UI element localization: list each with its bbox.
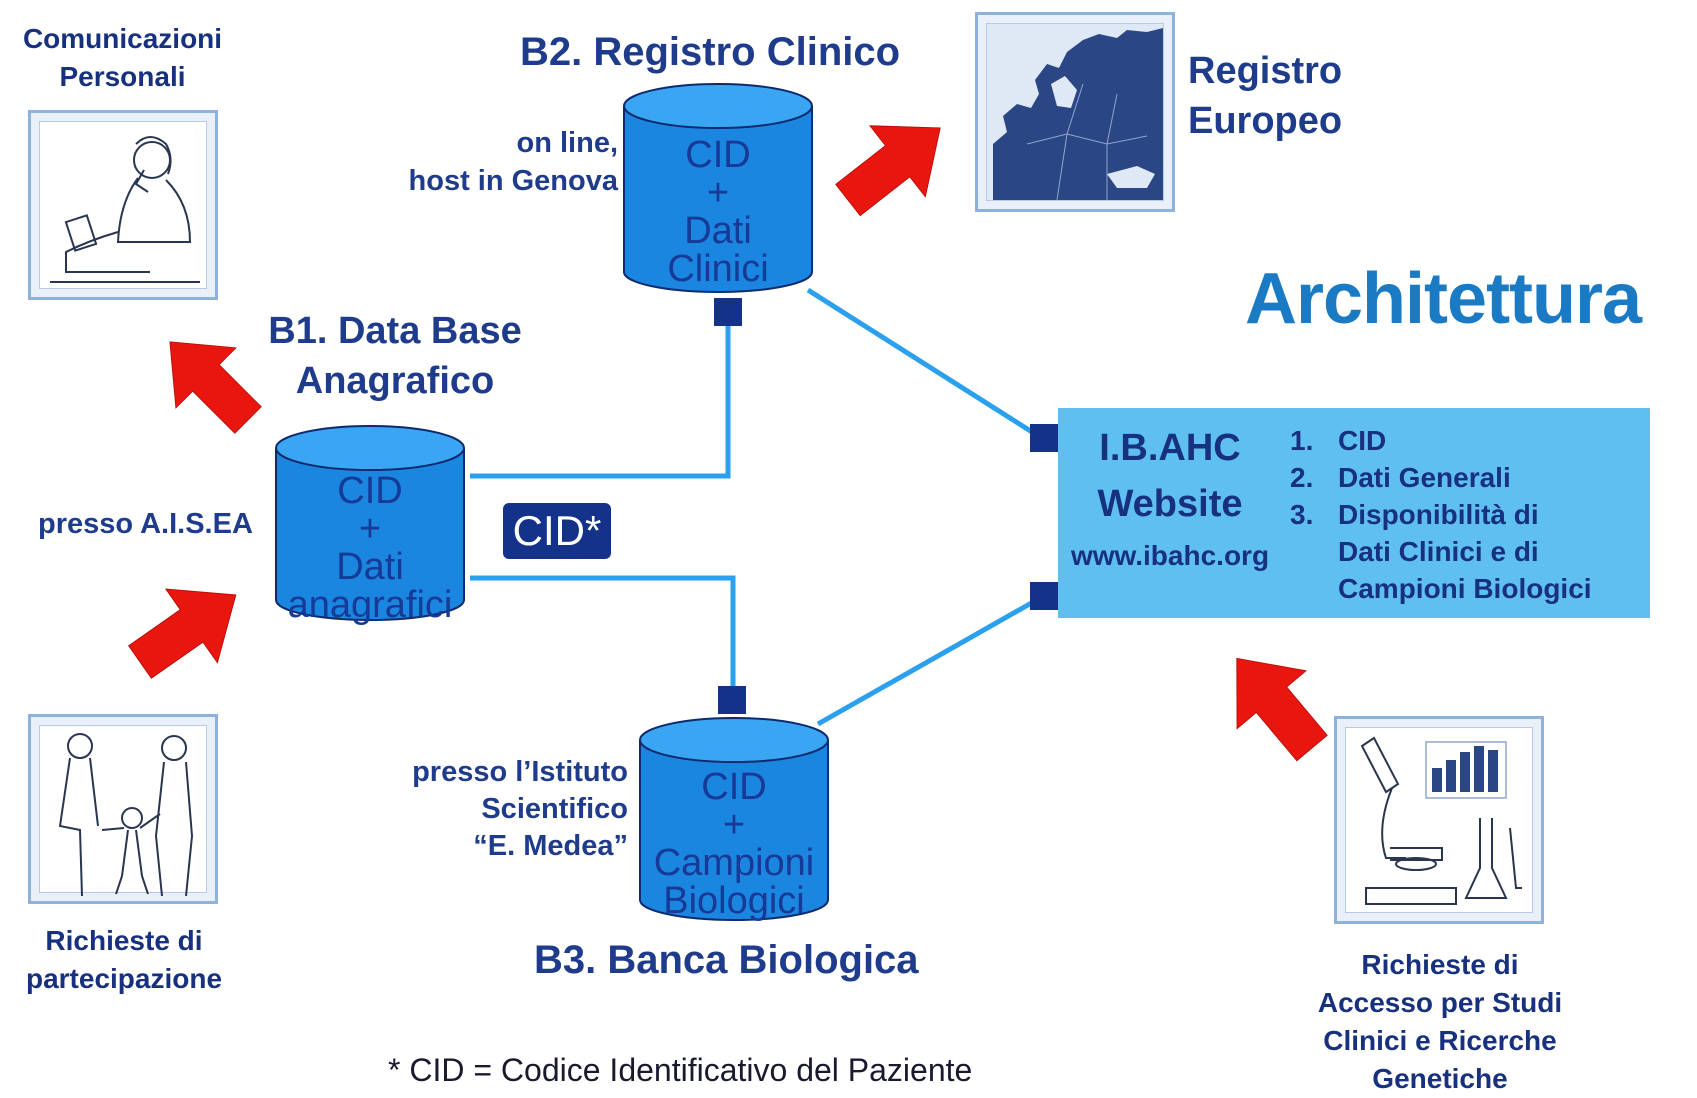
website-box — [1058, 408, 1650, 618]
family-icon — [28, 714, 218, 904]
red-arrow-icon — [169, 341, 262, 434]
connector-node-b3 — [718, 686, 746, 714]
connector-b1-b2 — [470, 312, 731, 479]
list-item: 3. Disponibilità di — [1290, 499, 1539, 530]
connector-b1-b3 — [470, 575, 736, 700]
website-name: I.B.AHC Website — [1097, 427, 1243, 525]
connector-node-website-bottom — [1030, 582, 1058, 610]
person-phone-icon — [28, 110, 218, 300]
cid-tag: CID* — [503, 503, 611, 559]
b2-heading: B2. Registro Clinico — [520, 30, 901, 74]
cylinder-b1 — [275, 425, 465, 621]
cylinder-b2 — [623, 83, 813, 293]
european-registry-label: Registro Europeo — [1188, 50, 1343, 142]
europe-map-icon — [975, 12, 1175, 212]
cylinder-b2-label: CID + Dati Clinici — [667, 134, 769, 290]
website-items: 1. CID 2. Dati Generali 3. Disponibilità… — [1290, 422, 1592, 607]
connector-node-website-top — [1030, 424, 1058, 452]
b2-location: on line, host in Genova — [408, 127, 618, 197]
cylinder-b1-label: CID + Dati anagrafici — [287, 470, 453, 626]
red-arrow-icon — [835, 125, 941, 217]
b3-location: presso l’Istituto Scientifico “E. Medea” — [412, 756, 628, 862]
footnote: * CID = Codice Identificativo del Pazien… — [388, 1052, 973, 1088]
page-title: Architettura — [1245, 259, 1642, 339]
red-arrow-icon — [128, 588, 237, 679]
red-arrow-icon — [1236, 657, 1328, 762]
b1-heading: B1. Data Base Anagrafico — [268, 310, 522, 402]
cylinder-b3-label: CID + Campioni Biologici — [653, 766, 815, 922]
list-item: 1. CID — [1290, 425, 1387, 456]
list-item: 2. Dati Generali — [1290, 462, 1511, 493]
connector-b2-website — [806, 287, 1042, 440]
cylinder-b3 — [639, 717, 829, 921]
b1-location: presso A.I.S.EA — [38, 508, 253, 540]
participation-label: Richieste di partecipazione — [25, 925, 223, 994]
lab-microscope-icon — [1334, 716, 1544, 924]
access-requests-label: Richieste di Accesso per Studi Clinici e… — [1317, 949, 1563, 1094]
communications-label: Comunicazioni Personali — [22, 23, 223, 92]
connector-node-b2 — [714, 298, 742, 326]
connector-b3-website — [816, 594, 1044, 727]
b3-heading: B3. Banca Biologica — [534, 938, 919, 982]
website-url[interactable]: www.ibahc.org — [1070, 540, 1270, 571]
